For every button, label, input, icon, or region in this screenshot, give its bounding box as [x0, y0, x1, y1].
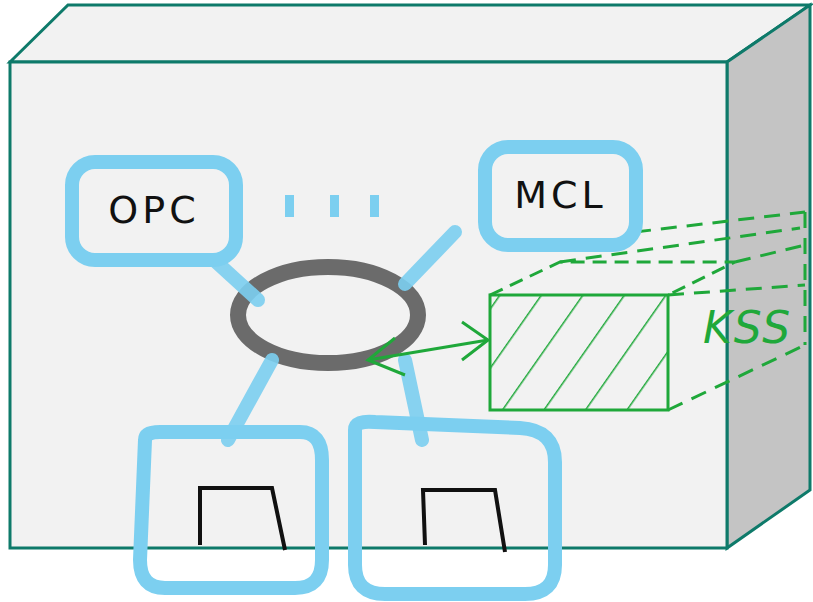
- enclosure-top: [10, 5, 810, 62]
- storage-box: KSS: [690, 288, 805, 368]
- module-box: OPC: [65, 155, 243, 267]
- module-symbol: [200, 488, 285, 550]
- hatched-box-top: [490, 262, 735, 295]
- node-label: KSS: [703, 304, 792, 352]
- enclosure-side: [727, 5, 810, 548]
- bus-ring: [238, 267, 418, 363]
- hatched-box: [490, 295, 668, 410]
- module-box: MCL: [478, 140, 643, 252]
- bus-links: [212, 232, 455, 440]
- ellipsis-marks: [285, 195, 379, 217]
- node-label: OPC: [108, 190, 199, 232]
- module-blob: [355, 422, 555, 594]
- node-label: MCL: [514, 175, 607, 217]
- enclosure-front: [10, 62, 727, 548]
- module-blob: [140, 432, 322, 588]
- double-arrow: [368, 322, 488, 375]
- module-symbol: [423, 490, 505, 552]
